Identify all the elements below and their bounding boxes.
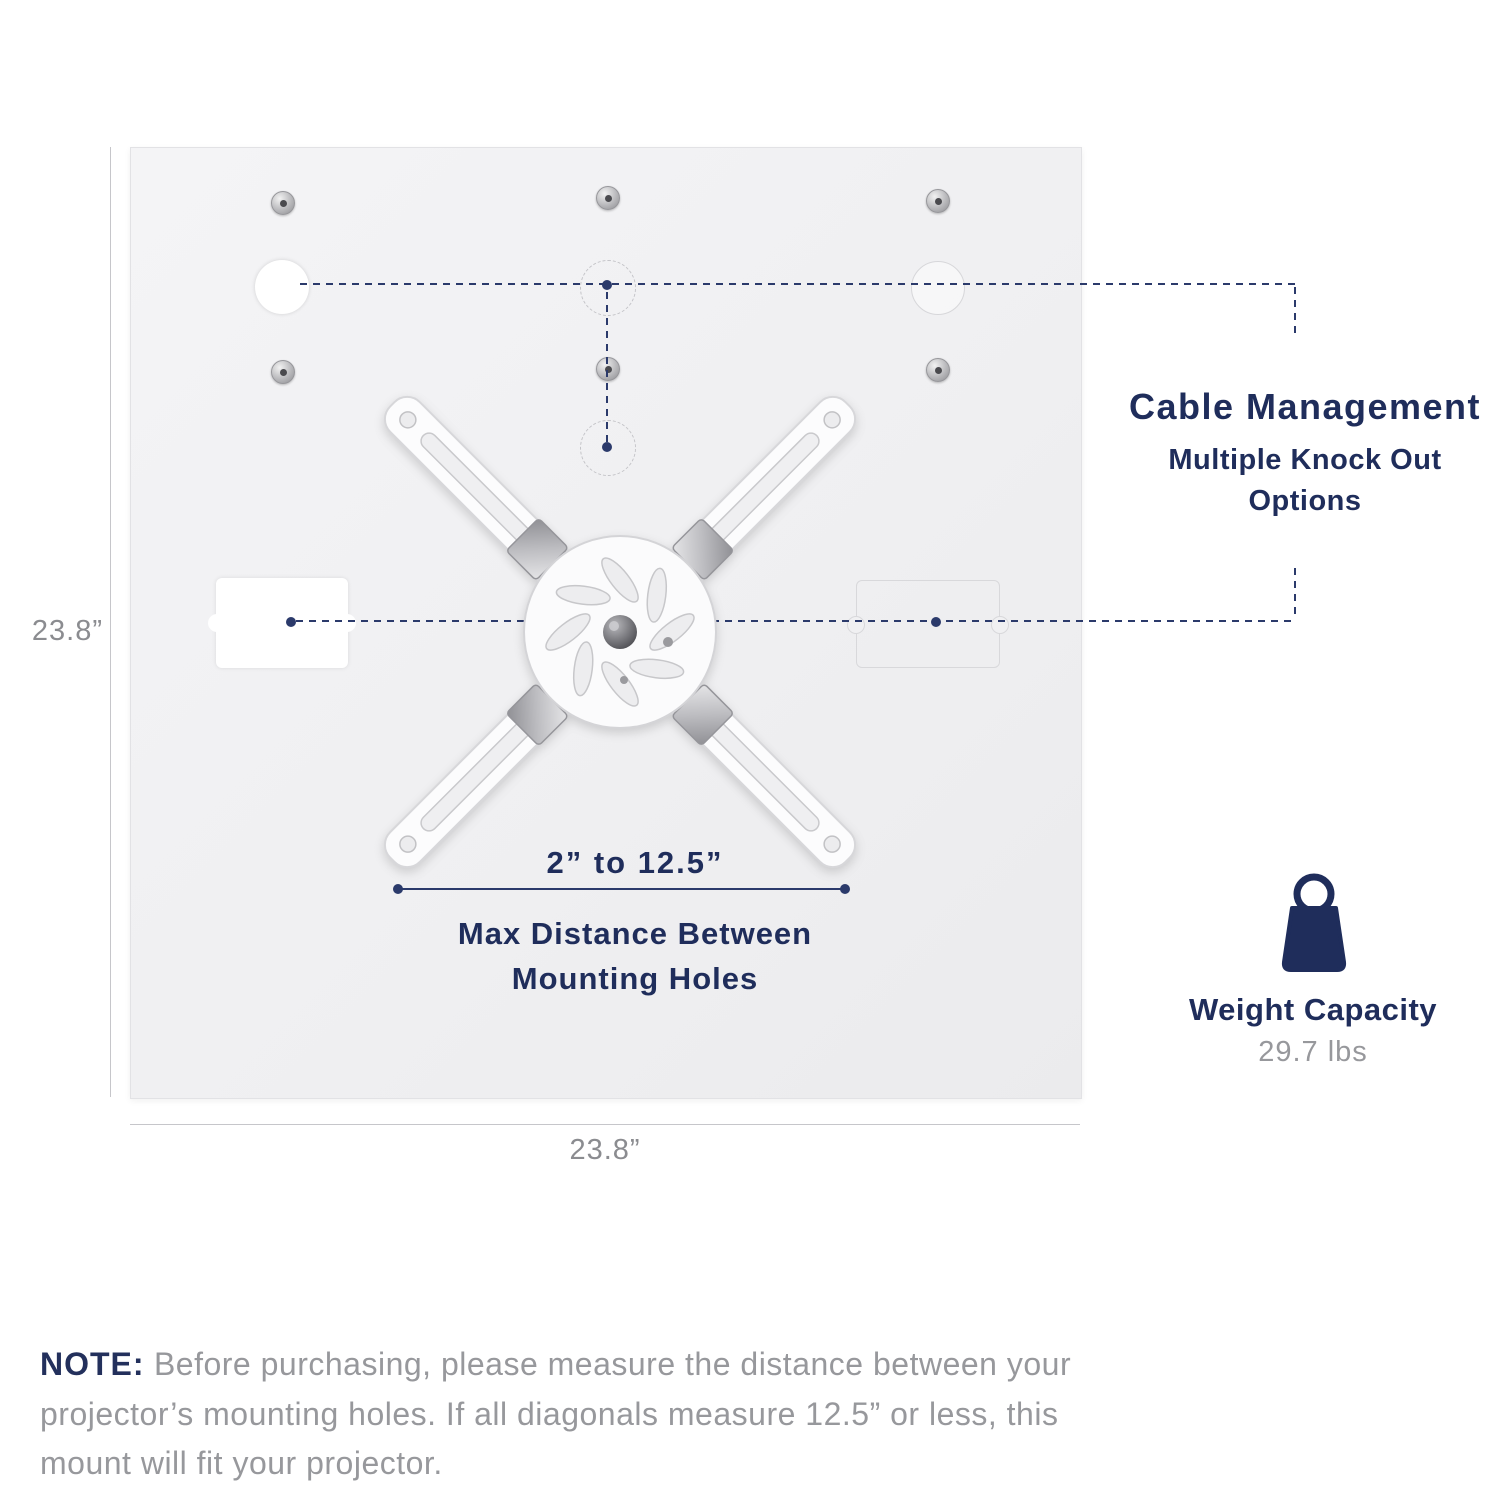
distance-line-dot (840, 884, 850, 894)
dim-label-left: 23.8” (31, 615, 103, 647)
distance-line (398, 888, 845, 890)
screw-icon (271, 360, 295, 384)
screw-icon (926, 189, 950, 213)
knockout-circle-outline (911, 261, 965, 315)
distance-line-dot (393, 884, 403, 894)
screw-icon (271, 191, 295, 215)
cable-management-subtitle: Multiple Knock Out Options (1168, 444, 1442, 517)
distance-caption-line2: Mounting Holes (511, 960, 759, 996)
callout-dot (286, 617, 296, 627)
callout-dash-line (296, 620, 1296, 622)
distance-caption: Max Distance Between Mounting Holes (360, 912, 910, 1002)
callout-dash-line (300, 283, 1296, 285)
cable-management-callout: Cable Management Multiple Knock Out Opti… (1122, 386, 1488, 521)
note-text: NOTE: Before purchasing, please measure … (40, 1340, 1130, 1489)
weight-icon (1281, 873, 1347, 972)
weight-capacity-value: 29.7 lbs (1258, 1036, 1368, 1068)
projector-mount-graphic (375, 387, 865, 877)
callout-dash-line (1294, 287, 1296, 339)
callout-dot (931, 617, 941, 627)
callout-dash-line (606, 292, 608, 442)
distance-value-label: 2” to 12.5” (546, 845, 724, 880)
weight-capacity-callout: Weight Capacity 29.7 lbs (1128, 992, 1498, 1069)
note-body: Before purchasing, please measure the di… (40, 1346, 1072, 1482)
weight-capacity-title: Weight Capacity (1188, 992, 1438, 1027)
screw-icon (926, 358, 950, 382)
callout-dash-line (1294, 568, 1296, 620)
knockout-circle-dashed (580, 420, 636, 476)
dimension-line-left (110, 147, 111, 1097)
knockout-rect-open (208, 578, 356, 668)
screw-icon (596, 186, 620, 210)
knockout-circle-dashed (580, 260, 636, 316)
dim-label-bottom: 23.8” (569, 1134, 641, 1166)
dimension-line-bottom (130, 1124, 1080, 1125)
screw-icon (596, 357, 620, 381)
knockout-hole-open (255, 260, 309, 314)
callout-dot (602, 442, 612, 452)
cable-management-title: Cable Management (1128, 386, 1482, 427)
callout-dot (602, 280, 612, 290)
distance-caption-line1: Max Distance Between (457, 916, 813, 951)
note-label: NOTE: (40, 1346, 145, 1382)
